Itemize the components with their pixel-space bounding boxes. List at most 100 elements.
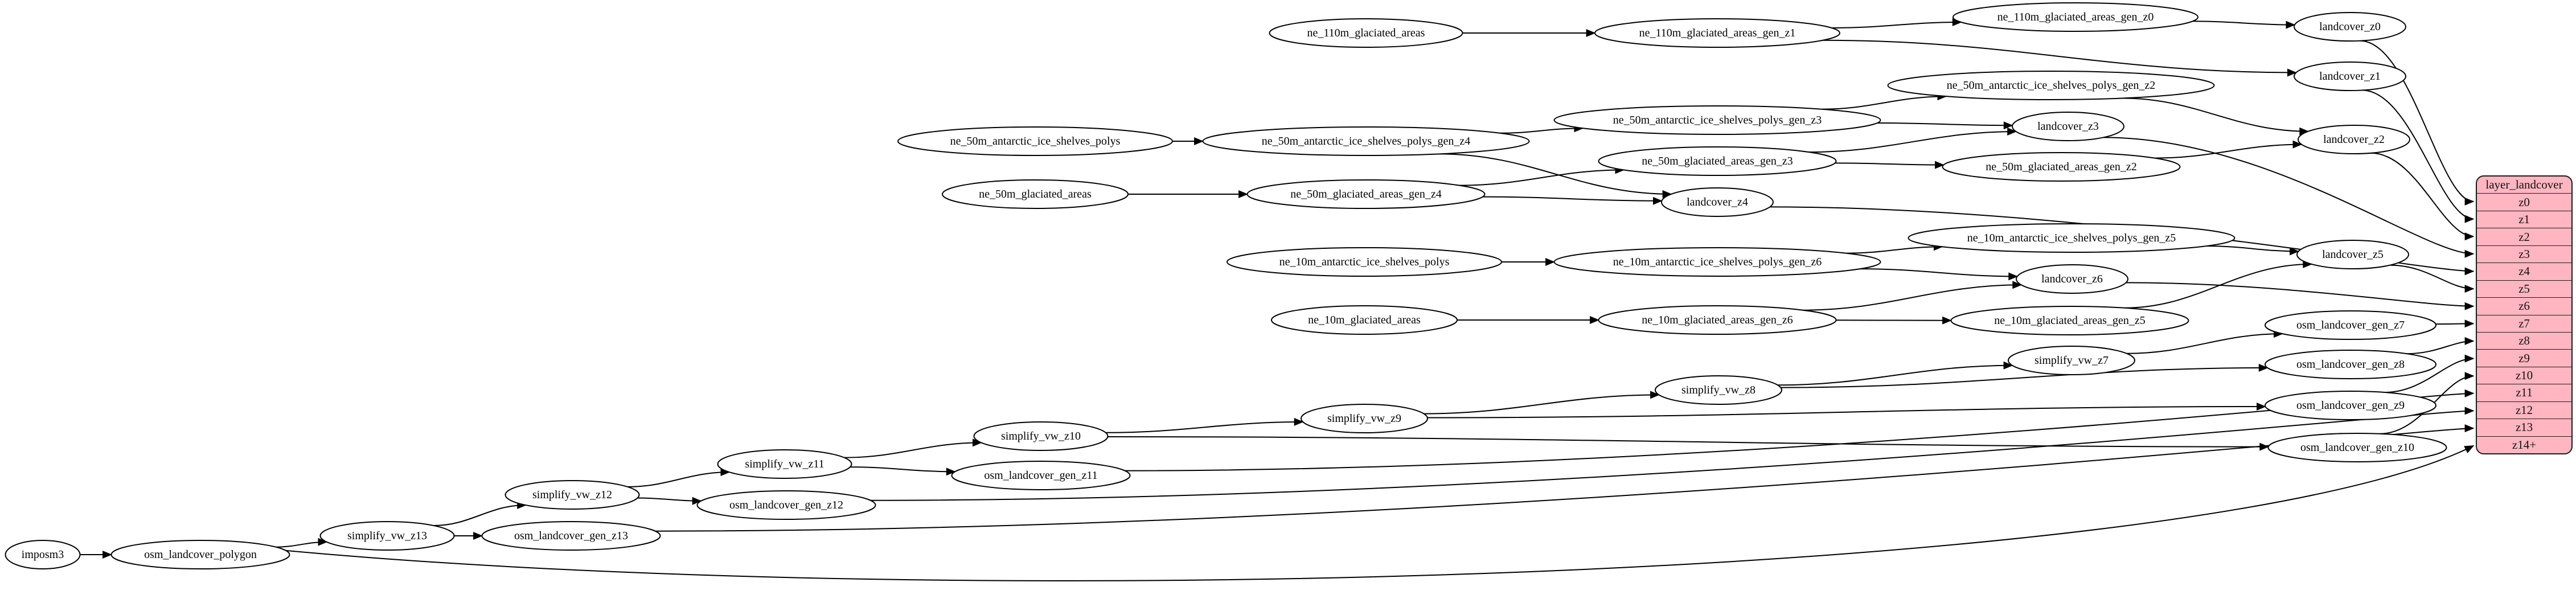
graph-node-osm_landcover_gen_z12: osm_landcover_gen_z12: [696, 490, 876, 520]
graph-node-landcover_z5: landcover_z5: [2296, 240, 2409, 269]
node-ellipse-ne_50m_antarctic_ice_shelves_polys: [897, 126, 1173, 156]
node-ellipse-ne_50m_antarctic_ice_shelves_polys_gen_z3: [1553, 105, 1881, 135]
edge-ne_10m_antarctic_ice_shelves_polys_gen_z6-to-ne_10m_antarctic_ice_shelves_polys_gen_z5: [1846, 243, 1943, 254]
graph-node-ne_10m_antarctic_ice_shelves_polys: ne_10m_antarctic_ice_shelves_polys: [1227, 247, 1502, 277]
layer-row-z12: z12: [2477, 401, 2571, 419]
node-ellipse-landcover_z0: [2294, 12, 2406, 42]
graph-node-landcover_z3: landcover_z3: [2012, 112, 2124, 141]
edge-simplify_vw_z11-to-osm_landcover_gen_z11: [850, 466, 956, 476]
node-ellipse-ne_10m_glaciated_areas_gen_z5: [1950, 306, 2189, 335]
edge-ne_110m_glaciated_areas_gen_z0-to-landcover_z0: [2192, 20, 2296, 29]
node-label-ne_10m_antarctic_ice_shelves_polys_gen_z5: ne_10m_antarctic_ice_shelves_polys_gen_z…: [1967, 232, 2176, 244]
node-ellipse-ne_50m_glaciated_areas_gen_z2: [1942, 152, 2181, 182]
edge-simplify_vw_z8-to-simplify_vw_z7: [1777, 361, 2013, 386]
node-ellipse-landcover_z5: [2296, 240, 2409, 269]
node-label-ne_50m_antarctic_ice_shelves_polys: ne_50m_antarctic_ice_shelves_polys: [950, 135, 1121, 147]
graph-node-ne_10m_glaciated_areas_gen_z6: ne_10m_glaciated_areas_gen_z6: [1598, 305, 1837, 335]
node-ellipse-ne_110m_glaciated_areas_gen_z0: [1952, 2, 2198, 32]
node-ellipse-ne_10m_antarctic_ice_shelves_polys: [1227, 247, 1502, 277]
layer-row-z9: z9: [2477, 349, 2571, 366]
node-label-osm_landcover_gen_z10: osm_landcover_gen_z10: [2300, 441, 2414, 454]
edge-ne_50m_antarctic_ice_shelves_polys_gen_z3-to-ne_50m_antarctic_ice_shelves_polys_gen_z2: [1822, 92, 1947, 110]
edge-simplify_vw_z9-to-simplify_vw_z8: [1424, 391, 1660, 415]
node-ellipse-ne_10m_glaciated_areas: [1271, 305, 1458, 335]
edge-ne_50m_glaciated_areas_gen_z4-to-landcover_z4: [1482, 196, 1663, 205]
graph-node-ne_10m_glaciated_areas_gen_z5: ne_10m_glaciated_areas_gen_z5: [1950, 306, 2189, 335]
edge-ne_110m_glaciated_areas_gen_z1-to-landcover_z1: [1823, 39, 2297, 77]
node-label-ne_10m_glaciated_areas_gen_z5: ne_10m_glaciated_areas_gen_z5: [1994, 314, 2145, 327]
layer-row-z13: z13: [2477, 419, 2571, 436]
graph-node-osm_landcover_gen_z10: osm_landcover_gen_z10: [2267, 433, 2447, 462]
node-label-ne_10m_glaciated_areas_gen_z6: ne_10m_glaciated_areas_gen_z6: [1642, 314, 1792, 326]
node-label-osm_landcover_gen_z12: osm_landcover_gen_z12: [729, 499, 843, 511]
graph-node-ne_50m_antarctic_ice_shelves_polys_gen_z2: ne_50m_antarctic_ice_shelves_polys_gen_z…: [1887, 71, 2215, 100]
node-label-osm_landcover_gen_z8: osm_landcover_gen_z8: [2296, 358, 2405, 371]
node-ellipse-landcover_z6: [2016, 264, 2128, 294]
edge-osm_landcover_gen_z8-to-layer-row-z8: [2406, 337, 2475, 355]
node-label-osm_landcover_gen_z11: osm_landcover_gen_z11: [984, 469, 1097, 482]
node-label-landcover_z5: landcover_z5: [2322, 248, 2384, 261]
edge-simplify_vw_z8-to-osm_landcover_gen_z8: [1781, 363, 2269, 388]
node-ellipse-ne_110m_glaciated_areas: [1269, 18, 1463, 48]
node-ellipse-landcover_z1: [2294, 61, 2406, 91]
graph-node-ne_50m_antarctic_ice_shelves_polys_gen_z4: ne_50m_antarctic_ice_shelves_polys_gen_z…: [1202, 126, 1530, 156]
edge-landcover_z2-to-layer-row-z2: [2370, 152, 2475, 241]
node-label-simplify_vw_z13: simplify_vw_z13: [347, 530, 427, 542]
edge-ne_10m_glaciated_areas_gen_z6-to-landcover_z6: [1803, 281, 2023, 311]
graph-node-ne_50m_glaciated_areas: ne_50m_glaciated_areas: [942, 179, 1129, 209]
edge-ne_10m_antarctic_ice_shelves_polys_gen_z6-to-landcover_z6: [1860, 268, 2019, 281]
node-label-ne_50m_glaciated_areas: ne_50m_glaciated_areas: [979, 188, 1092, 200]
graph-node-ne_50m_glaciated_areas_gen_z4: ne_50m_glaciated_areas_gen_z4: [1246, 179, 1486, 209]
node-ellipse-simplify_vw_z7: [2008, 346, 2135, 375]
node-ellipse-ne_50m_glaciated_areas: [942, 179, 1129, 209]
node-ellipse-ne_50m_antarctic_ice_shelves_polys_gen_z4: [1202, 126, 1530, 156]
node-label-simplify_vw_z10: simplify_vw_z10: [1001, 430, 1081, 442]
node-label-ne_110m_glaciated_areas_gen_z0: ne_110m_glaciated_areas_gen_z0: [1997, 11, 2154, 23]
node-label-landcover_z6: landcover_z6: [2041, 273, 2103, 285]
layer-row-z14+: z14+: [2477, 436, 2571, 453]
layer-row-z7: z7: [2477, 314, 2571, 332]
layer-row-z1: z1: [2477, 210, 2571, 228]
edge-osm_landcover_gen_z9-to-layer-row-z9: [2384, 354, 2475, 393]
layer-row-z11: z11: [2477, 384, 2571, 401]
node-ellipse-ne_50m_glaciated_areas_gen_z3: [1598, 146, 1837, 176]
layer-row-z5: z5: [2477, 280, 2571, 297]
graph-node-ne_110m_glaciated_areas_gen_z1: ne_110m_glaciated_areas_gen_z1: [1594, 18, 1840, 48]
node-label-ne_50m_glaciated_areas_gen_z4: ne_50m_glaciated_areas_gen_z4: [1290, 188, 1441, 200]
graph-node-landcover_z6: landcover_z6: [2016, 264, 2128, 294]
graph-node-ne_110m_glaciated_areas_gen_z0: ne_110m_glaciated_areas_gen_z0: [1952, 2, 2198, 32]
node-label-ne_50m_antarctic_ice_shelves_polys_gen_z2: ne_50m_antarctic_ice_shelves_polys_gen_z…: [1947, 79, 2156, 92]
edge-simplify_vw_z13-to-simplify_vw_z12: [433, 501, 527, 526]
node-label-ne_50m_antarctic_ice_shelves_polys_gen_z3: ne_50m_antarctic_ice_shelves_polys_gen_z…: [1613, 114, 1822, 126]
graph-node-simplify_vw_z9: simplify_vw_z9: [1301, 404, 1428, 433]
edge-ne_50m_glaciated_areas_gen_z3-to-ne_50m_glaciated_areas_gen_z2: [1835, 161, 1945, 169]
node-ellipse-ne_10m_antarctic_ice_shelves_polys_gen_z5: [1908, 223, 2235, 253]
edge-landcover_z1-to-layer-row-z1: [2362, 89, 2475, 223]
node-ellipse-osm_landcover_gen_z9: [2265, 391, 2436, 420]
edge-ne_10m_antarctic_ice_shelves_polys_gen_z5-to-landcover_z5: [2206, 245, 2299, 256]
node-ellipse-landcover_z2: [2298, 125, 2410, 154]
node-ellipse-osm_landcover_gen_z7: [2265, 310, 2436, 340]
node-ellipse-osm_landcover_gen_z11: [951, 461, 1131, 490]
node-ellipse-landcover_z4: [1661, 187, 1774, 217]
node-label-osm_landcover_gen_z9: osm_landcover_gen_z9: [2296, 399, 2405, 412]
graph-node-simplify_vw_z12: simplify_vw_z12: [504, 480, 640, 510]
node-ellipse-ne_50m_glaciated_areas_gen_z4: [1246, 179, 1486, 209]
node-label-ne_50m_antarctic_ice_shelves_polys_gen_z4: ne_50m_antarctic_ice_shelves_polys_gen_z…: [1262, 135, 1471, 147]
layer-row-z0: z0: [2477, 193, 2571, 210]
graph-node-landcover_z4: landcover_z4: [1661, 187, 1774, 217]
graph-node-landcover_z2: landcover_z2: [2298, 125, 2410, 154]
node-label-ne_50m_glaciated_areas_gen_z2: ne_50m_glaciated_areas_gen_z2: [1986, 161, 2136, 173]
node-label-ne_10m_antarctic_ice_shelves_polys: ne_10m_antarctic_ice_shelves_polys: [1279, 256, 1450, 268]
graph-node-imposm3: imposm3: [5, 540, 81, 569]
edge-simplify_vw_z7-to-osm_landcover_gen_z7: [2126, 330, 2283, 354]
node-label-osm_landcover_polygon: osm_landcover_polygon: [144, 548, 257, 561]
node-ellipse-osm_landcover_gen_z12: [696, 490, 876, 520]
node-label-osm_landcover_gen_z13: osm_landcover_gen_z13: [514, 530, 628, 542]
node-label-simplify_vw_z9: simplify_vw_z9: [1327, 412, 1401, 425]
edge-ne_50m_antarctic_ice_shelves_polys_gen_z3-to-landcover_z3: [1877, 121, 2013, 130]
graph-node-simplify_vw_z10: simplify_vw_z10: [973, 421, 1109, 451]
graph-node-ne_50m_antarctic_ice_shelves_polys: ne_50m_antarctic_ice_shelves_polys: [897, 126, 1173, 156]
